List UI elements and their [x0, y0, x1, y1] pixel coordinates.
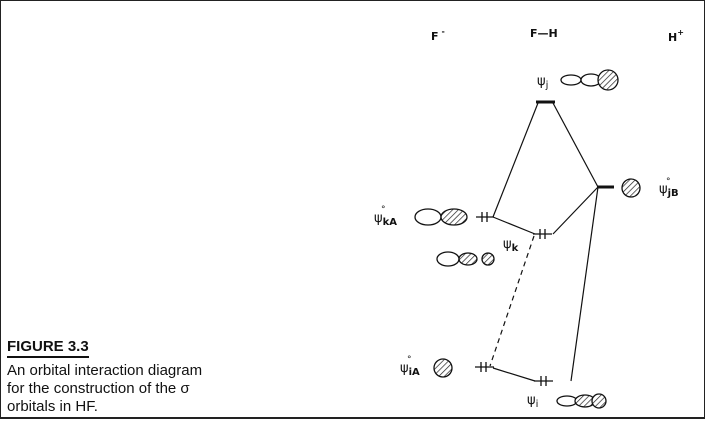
line-kA-to-k [492, 216, 536, 235]
orbital-psi-iA-icon [433, 358, 453, 378]
label-psi-iA: ψiA [400, 361, 420, 378]
correlation-lines [489, 102, 599, 382]
column-header-hf: F—H [530, 27, 558, 40]
line-jB-to-k [552, 186, 599, 235]
line-j-to-jB [552, 102, 599, 188]
caption-line-3: orbitals in HF. [7, 398, 98, 415]
orbital-psi-kA-icon [414, 208, 468, 226]
column-header-h-plus: H+ [668, 28, 684, 44]
column-header-f-minus: F- [431, 27, 445, 43]
line-jB-to-i [570, 186, 599, 382]
energy-levels [475, 100, 614, 386]
ring-psi-iA: ° [407, 355, 412, 365]
ring-psi-jB: ° [666, 177, 671, 187]
orbital-psi-j-icon [560, 69, 619, 91]
figure-label: FIGURE 3.3 [7, 338, 89, 358]
label-psi-i: ψi [527, 393, 538, 410]
figure-caption: FIGURE 3.3 An orbital interaction diagra… [7, 338, 247, 416]
level-psi-kA [476, 212, 494, 222]
level-psi-iA [475, 362, 494, 372]
caption-text: An orbital interaction diagram for the c… [7, 362, 247, 416]
label-psi-jB: ψjB [659, 182, 679, 199]
line-k-to-iA-dashed [489, 235, 535, 367]
label-psi-j: ψj [537, 74, 548, 91]
orbital-psi-k-icon [436, 251, 495, 267]
level-psi-i [534, 376, 553, 386]
caption-line-2: for the construction of the σ [7, 380, 190, 397]
caption-line-1: An orbital interaction diagram [7, 362, 203, 379]
orbital-psi-jB-icon [621, 178, 641, 198]
ring-psi-kA: ° [381, 205, 386, 215]
label-psi-k: ψk [503, 237, 519, 254]
label-psi-kA: ψkA [374, 211, 397, 228]
level-psi-k [533, 229, 552, 239]
line-kA-to-j [492, 102, 539, 218]
line-iA-to-i [492, 367, 536, 382]
orbital-psi-i-icon [556, 393, 607, 409]
